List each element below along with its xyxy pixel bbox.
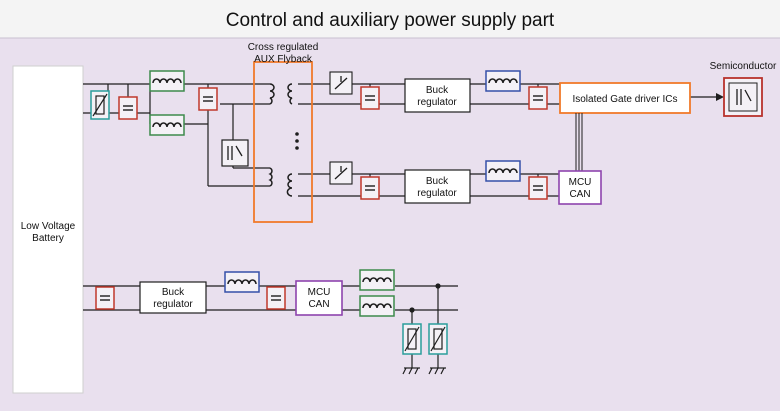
tvs-diode-icon bbox=[402, 323, 422, 355]
inductor-icon bbox=[149, 114, 185, 136]
mcu-label-line1: MCU bbox=[569, 177, 592, 188]
mcu-label-line1: MCU bbox=[308, 287, 331, 298]
mcu-can-block: MCU CAN bbox=[295, 280, 343, 316]
flyback-label-line1: Cross regulated bbox=[248, 42, 319, 53]
low-voltage-battery bbox=[12, 65, 84, 394]
switch-icon bbox=[329, 161, 353, 185]
title-bar bbox=[0, 0, 780, 38]
tvs-diode-icon bbox=[90, 90, 110, 120]
buck-regulator: Buck regulator bbox=[139, 281, 207, 314]
inductor-icon bbox=[224, 271, 260, 293]
isolated-gate-driver-block bbox=[559, 82, 691, 114]
battery-label-line1: Low Voltage bbox=[21, 221, 76, 232]
gate-driver-label: Isolated Gate driver ICs bbox=[572, 94, 677, 105]
capacitor-icon bbox=[528, 86, 548, 110]
battery-label-line2: Battery bbox=[32, 233, 64, 244]
capacitor-icon bbox=[118, 96, 138, 120]
buck-label-line1: Buck bbox=[426, 176, 449, 187]
capacitor-icon bbox=[198, 87, 218, 111]
inductor-icon bbox=[485, 70, 521, 92]
buck-label-line2: regulator bbox=[153, 299, 193, 310]
arrow-icon bbox=[716, 93, 724, 101]
capacitor-icon bbox=[95, 286, 115, 310]
inductor-icon bbox=[359, 295, 395, 317]
junction-dot bbox=[409, 307, 415, 313]
capacitor-icon bbox=[266, 286, 286, 310]
mcu-can-block: MCU CAN bbox=[558, 170, 602, 205]
inductor-icon bbox=[149, 70, 185, 92]
buck-regulator: Buck regulator bbox=[404, 78, 471, 113]
junction-dot bbox=[435, 283, 441, 289]
ground-icon bbox=[402, 367, 420, 375]
isolation-link bbox=[575, 113, 583, 171]
switch-icon bbox=[221, 139, 249, 167]
semiconductor-block bbox=[723, 77, 763, 117]
capacitor-icon bbox=[528, 176, 548, 200]
inductor-icon bbox=[359, 269, 395, 291]
switch-icon bbox=[329, 71, 353, 95]
semiconductor-label: Semiconductor bbox=[710, 61, 777, 72]
page-title: Control and auxiliary power supply part bbox=[226, 10, 555, 31]
mcu-label-line2: CAN bbox=[569, 189, 590, 200]
inductor-icon bbox=[485, 160, 521, 182]
buck-label-line1: Buck bbox=[426, 85, 449, 96]
capacitor-icon bbox=[360, 86, 380, 110]
ellipsis-icon bbox=[295, 132, 299, 150]
buck-regulator: Buck regulator bbox=[404, 169, 471, 204]
buck-label-line1: Buck bbox=[162, 287, 185, 298]
buck-label-line2: regulator bbox=[417, 97, 457, 108]
tvs-diode-icon bbox=[428, 323, 448, 355]
aux-flyback-block bbox=[253, 61, 313, 223]
ground-icon bbox=[428, 367, 446, 375]
mcu-label-line2: CAN bbox=[308, 299, 329, 310]
transformer-icon bbox=[268, 83, 293, 197]
capacitor-icon bbox=[360, 176, 380, 200]
flyback-label-line2: AUX Flyback bbox=[254, 54, 313, 65]
buck-label-line2: regulator bbox=[417, 188, 457, 199]
